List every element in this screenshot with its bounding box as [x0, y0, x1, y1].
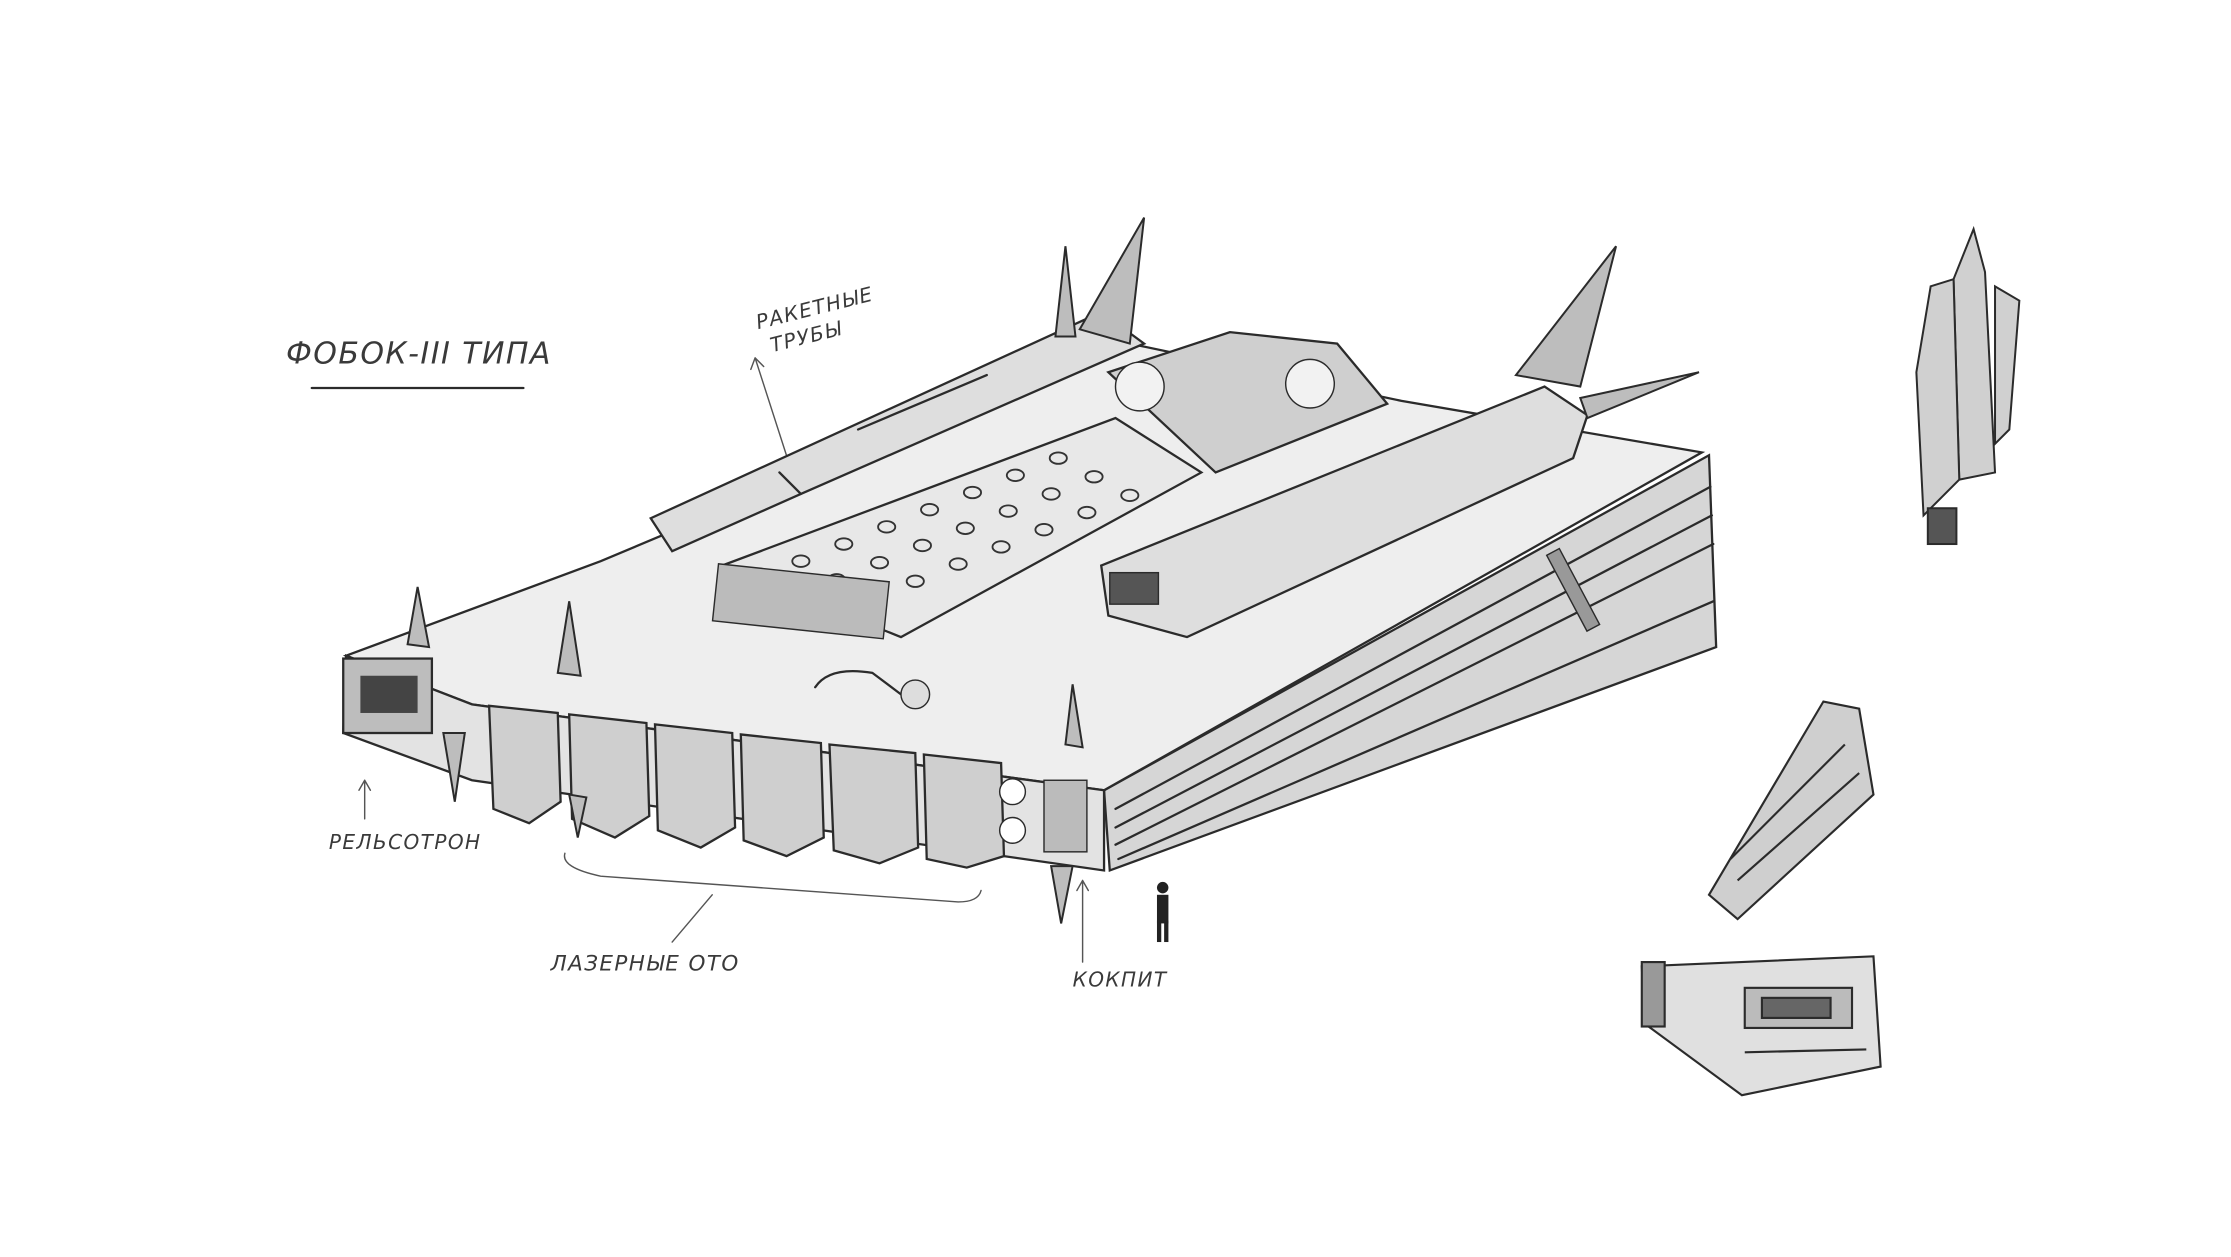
label-laser-weapons: ЛАЗЕРНЫЕ ОТО: [550, 952, 740, 977]
side-sketch-missile: [1915, 225, 2021, 546]
spikes: [406, 217, 1700, 924]
side-sketch-wedge: [1707, 700, 1875, 921]
label-cockpit: КОКПИТ: [1073, 967, 1168, 991]
cockpit-pointer: [1076, 879, 1090, 963]
side-sketch-block: [1640, 955, 1882, 1097]
laser-modules: [487, 704, 1006, 869]
railgun-pointer: [358, 779, 372, 820]
scale-figure: [1156, 881, 1169, 943]
missile-tube-left: [649, 310, 1147, 553]
laser-bracket: [563, 852, 982, 943]
sketch-title: ФОБОК-III ТИПА: [286, 337, 552, 372]
missile-tube-right: [1099, 385, 1589, 639]
cockpit-window: [1043, 779, 1088, 853]
label-railgun: РЕЛЬСОТРОН: [329, 830, 482, 854]
